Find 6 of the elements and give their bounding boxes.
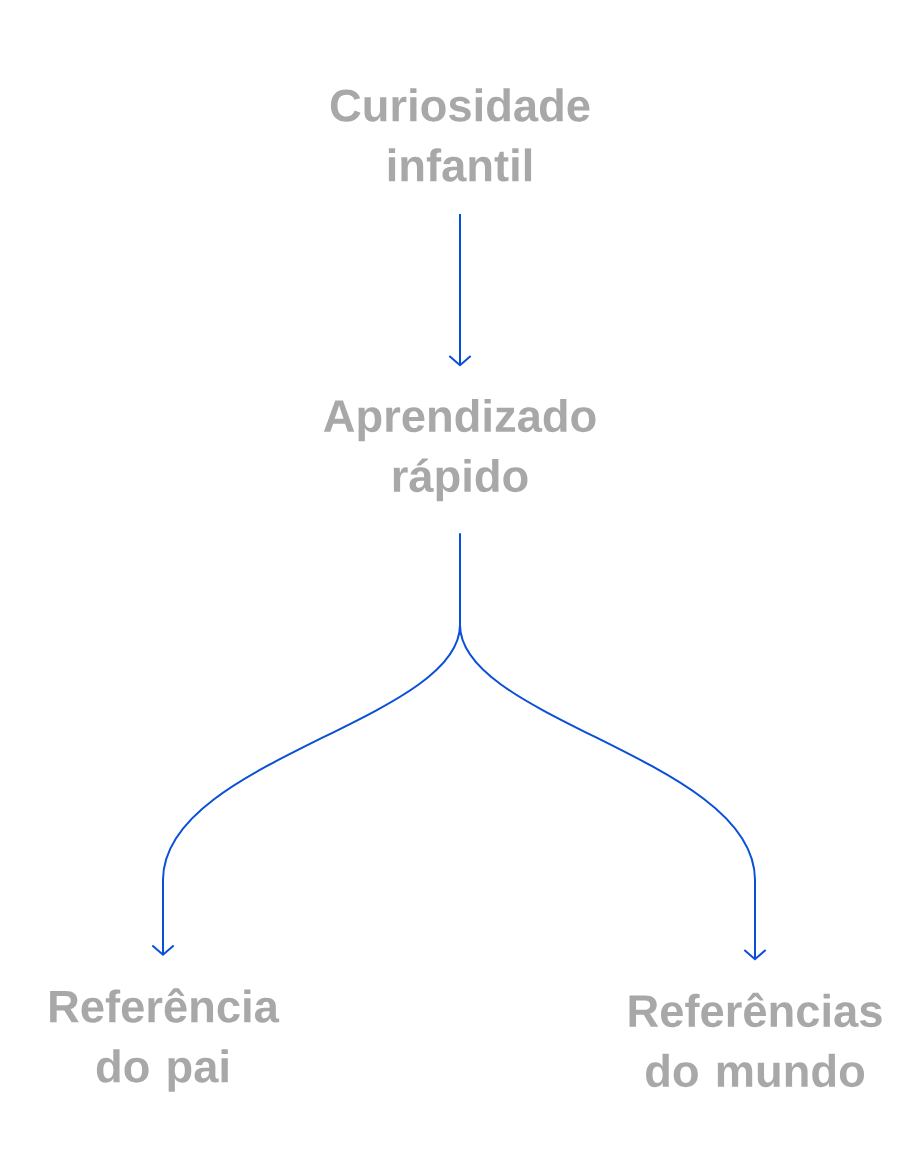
- arrow: [448, 212, 472, 367]
- flow-label: Curiosidade infantil: [330, 88, 590, 182]
- flow-label: Referências do mundo: [629, 992, 882, 1088]
- flow-label: Referência do pai: [50, 988, 280, 1092]
- flow-label: Aprendizado rápido: [323, 398, 596, 502]
- arrow: [459, 532, 767, 961]
